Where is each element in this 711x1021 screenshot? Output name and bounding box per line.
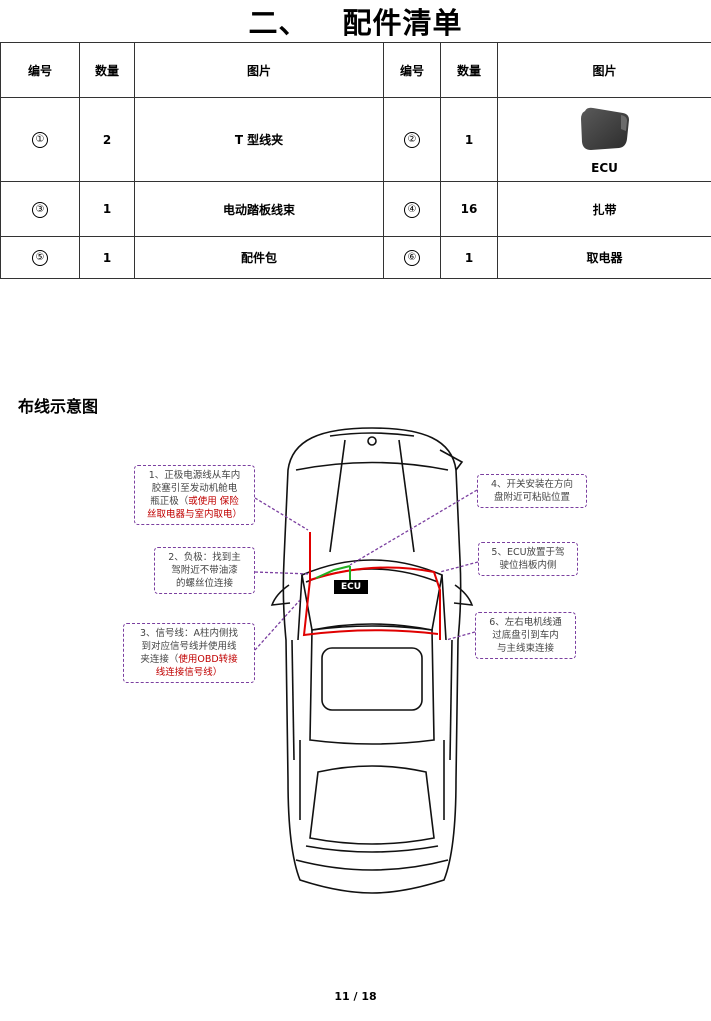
- ecu-tag: ECU: [334, 580, 368, 594]
- item-quantity: 16: [440, 181, 498, 237]
- callout-text: 瓶正极（: [150, 496, 189, 507]
- callout-ground-wire: 2、负极：找到主 驾附近不带油漆 的螺丝位连接: [154, 547, 255, 594]
- ecu-module-image: [580, 107, 629, 150]
- item-number: ③: [32, 201, 48, 218]
- callout-text: 5、ECU放置于驾: [491, 547, 565, 558]
- table-header-row: 编号 数量 图片 编号 数量 图片: [0, 42, 711, 98]
- callout-text: 胶塞引至发动机舱电: [151, 483, 238, 494]
- header-number: 编号: [383, 42, 441, 98]
- item-number: ②: [404, 132, 420, 148]
- callout-lines: [254, 489, 479, 651]
- table-row: ① 2 T 型线夹 ② 1 ECU: [0, 97, 711, 182]
- item-name: 电动踏板线束: [134, 181, 384, 237]
- callout-text: 丝取电器与室内取电）: [146, 509, 242, 520]
- item-quantity: 1: [440, 236, 498, 279]
- item-name: ECU: [591, 160, 618, 175]
- header-picture: 图片: [134, 42, 384, 98]
- callout-text: 6、左右电机线通: [489, 617, 562, 628]
- callout-text: 2、负极：找到主: [168, 552, 241, 563]
- section-heading: 配件清单: [342, 6, 463, 40]
- table-row: ③ 1 电动踏板线束 ④ 16 扎带: [0, 181, 711, 237]
- item-number: ④: [404, 201, 420, 218]
- header-quantity: 数量: [440, 42, 498, 98]
- wiring-paths: [302, 532, 441, 640]
- callout-switch: 4、开关安装在方向 盘附近可粘贴位置: [477, 474, 587, 508]
- callout-text: 过底盘引到车内: [492, 630, 559, 641]
- header-number: 编号: [0, 42, 80, 98]
- car-outline: [270, 427, 474, 894]
- callout-text: 线连接信号线）: [155, 667, 223, 678]
- item-name: 取电器: [497, 236, 711, 279]
- section-number: 二、: [248, 6, 309, 40]
- page-number: 11 / 18: [334, 990, 377, 1003]
- callout-ecu-location: 5、ECU放置于驾 驶位挡板内侧: [478, 542, 578, 576]
- ecu-picture-cell: ECU: [497, 97, 711, 182]
- item-quantity: 1: [79, 236, 135, 279]
- callout-text: 驶位挡板内侧: [499, 560, 557, 571]
- callout-text: 的螺丝位连接: [175, 578, 233, 589]
- item-quantity: 1: [440, 97, 498, 182]
- diagram-title: 布线示意图: [18, 397, 99, 416]
- callout-motor-wire: 6、左右电机线通 过底盘引到车内 与主线束连接: [475, 612, 576, 659]
- callout-text: 或使用 保险: [188, 496, 239, 507]
- callout-text: 与主线束连接: [496, 643, 554, 654]
- callout-signal-wire: 3、信号线：A柱内侧找 到对应信号线并使用线 夹连接（使用OBD转接 线连接信号…: [123, 623, 255, 683]
- callout-text: 3、信号线：A柱内侧找: [139, 628, 239, 639]
- table-row: ⑤ 1 配件包 ⑥ 1 取电器: [0, 236, 711, 279]
- item-number: ⑤: [32, 250, 48, 266]
- callout-text: 4、开关安装在方向: [490, 479, 574, 490]
- wiring-diagram: [254, 427, 479, 894]
- item-number: ⑥: [404, 250, 420, 266]
- section-title: 二、配件清单: [0, 6, 711, 40]
- callout-text: 盘附近可粘贴位置: [493, 492, 570, 503]
- callout-text: 1、正极电源线从车内: [148, 470, 241, 481]
- callout-text: 使用OBD转接: [178, 654, 238, 665]
- header-quantity: 数量: [79, 42, 135, 98]
- callout-power-wire: 1、正极电源线从车内 胶塞引至发动机舱电 瓶正极（或使用 保险 丝取电器与室内取…: [134, 465, 255, 525]
- item-name: 扎带: [497, 181, 711, 237]
- item-number: ①: [32, 132, 48, 148]
- item-quantity: 1: [79, 181, 135, 237]
- item-quantity: 2: [79, 97, 135, 182]
- header-picture: 图片: [497, 42, 711, 98]
- parts-table: 编号 数量 图片 编号 数量 图片 ① 2 T 型线夹 ② 1 ECU ③ 1: [0, 42, 711, 279]
- callout-text: 驾附近不带油漆: [171, 565, 238, 576]
- callout-text: 夹连接（: [140, 654, 179, 665]
- item-name: T 型线夹: [134, 97, 384, 182]
- item-name: 配件包: [134, 236, 384, 279]
- callout-text: 到对应信号线并使用线: [141, 641, 237, 652]
